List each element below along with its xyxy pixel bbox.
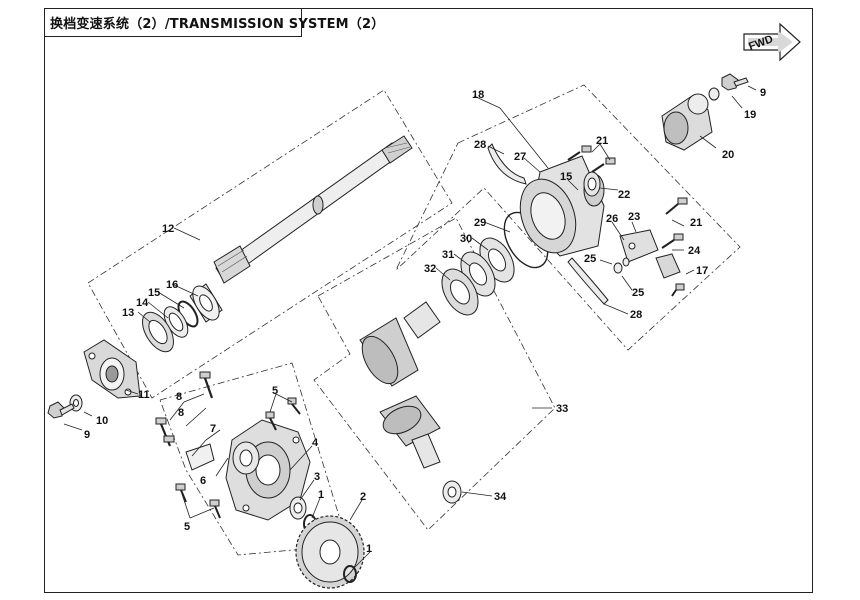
- bevel-pinion-lower-part: [379, 395, 441, 469]
- callout-8-upper: 8: [176, 391, 182, 403]
- washer-25-part: [613, 257, 630, 274]
- callout-16: 16: [166, 279, 178, 291]
- callout-9-right: 9: [760, 87, 766, 99]
- gear-2-part: [295, 515, 365, 589]
- callout-25-lower: 25: [632, 287, 644, 299]
- callout-32: 32: [424, 263, 436, 275]
- callout-4: 4: [312, 437, 319, 449]
- callout-9-left: 9: [84, 429, 90, 441]
- callout-10: 10: [96, 415, 108, 427]
- callout-13: 13: [122, 307, 134, 319]
- callout-15-case: 15: [560, 171, 572, 183]
- callout-5-upper: 5: [272, 385, 278, 397]
- bevel-pinion-upper-part: [359, 301, 441, 387]
- callout-22: 22: [618, 189, 630, 201]
- callout-31: 31: [442, 249, 454, 261]
- fwd-arrow-icon: FWD: [743, 22, 801, 62]
- callout-17: 17: [696, 265, 708, 277]
- washer-19-part: [708, 87, 720, 101]
- leader-lines: [63, 85, 757, 569]
- bevel-gear-group-outline: [313, 217, 556, 531]
- callout-19: 19: [744, 109, 756, 121]
- callout-7: 7: [210, 423, 216, 435]
- callout-28-upper: 28: [474, 139, 486, 151]
- callout-23: 23: [628, 211, 640, 223]
- callout-labels: 12 13 14 15 16 11 10 9 8 8 7 6 5 5 4 3 1…: [84, 87, 766, 555]
- callout-28-lower: 28: [630, 309, 642, 321]
- callout-26: 26: [606, 213, 618, 225]
- sensor-24-part: [655, 253, 681, 279]
- callout-33: 33: [556, 403, 568, 415]
- page-title: 换档变速系统（2）/TRANSMISSION SYSTEM（2）: [50, 16, 385, 32]
- callout-25-upper: 25: [584, 253, 596, 265]
- bearing-22-part: [583, 171, 601, 197]
- shim-34-part: [442, 480, 462, 504]
- callout-30: 30: [460, 233, 472, 245]
- front-gearcase-group-outline: [395, 84, 741, 351]
- bolt-17-part: [671, 283, 685, 297]
- gasket-7-part: [185, 443, 215, 471]
- circlip-1-lower-part: [343, 565, 357, 583]
- callout-20: 20: [722, 149, 734, 161]
- diagram-frame: [44, 8, 813, 593]
- output-shaft-part: [213, 135, 413, 284]
- rear-housing-4-part: [225, 419, 311, 521]
- oil-seal-13-part: [142, 311, 174, 353]
- callout-21-upper: 21: [596, 135, 608, 147]
- callout-5-lower: 5: [184, 521, 190, 533]
- callout-1-upper: 1: [318, 489, 324, 501]
- callout-34: 34: [494, 491, 507, 503]
- callout-27: 27: [514, 151, 526, 163]
- callout-1-lower: 1: [366, 543, 372, 555]
- rear-housing-group-outline: [159, 362, 349, 556]
- callout-24: 24: [688, 245, 701, 257]
- callout-18: 18: [472, 89, 484, 101]
- flange-11-part: [83, 339, 141, 399]
- callout-14: 14: [136, 297, 149, 309]
- bearing-16-part: [189, 283, 223, 323]
- callout-12: 12: [162, 223, 174, 235]
- bolt-9-left-part: [47, 401, 75, 419]
- bearing-6-part: [232, 441, 260, 475]
- callout-15-shaft: 15: [148, 287, 160, 299]
- callout-3: 3: [314, 471, 320, 483]
- washer-3-part: [289, 496, 307, 520]
- callout-21-lower: 21: [690, 217, 702, 229]
- callout-6: 6: [200, 475, 206, 487]
- bolt-9-right-part: [721, 73, 749, 91]
- bolts-5-part: [175, 397, 301, 519]
- bracket-23-part: [619, 229, 659, 263]
- callout-11: 11: [138, 389, 150, 401]
- clip-28-upper-part: [487, 143, 527, 185]
- callout-29: 29: [474, 217, 486, 229]
- callout-2: 2: [360, 491, 366, 503]
- bolts-8-part: [155, 371, 214, 447]
- title-box: 换档变速系统（2）/TRANSMISSION SYSTEM（2）: [44, 8, 384, 37]
- bearing-32-part: [441, 268, 479, 316]
- front-gear-case-part: [519, 155, 605, 257]
- actuator-20-part: [661, 93, 713, 151]
- bolts-21-part: [567, 145, 688, 249]
- callout-8-lower: 8: [178, 407, 184, 419]
